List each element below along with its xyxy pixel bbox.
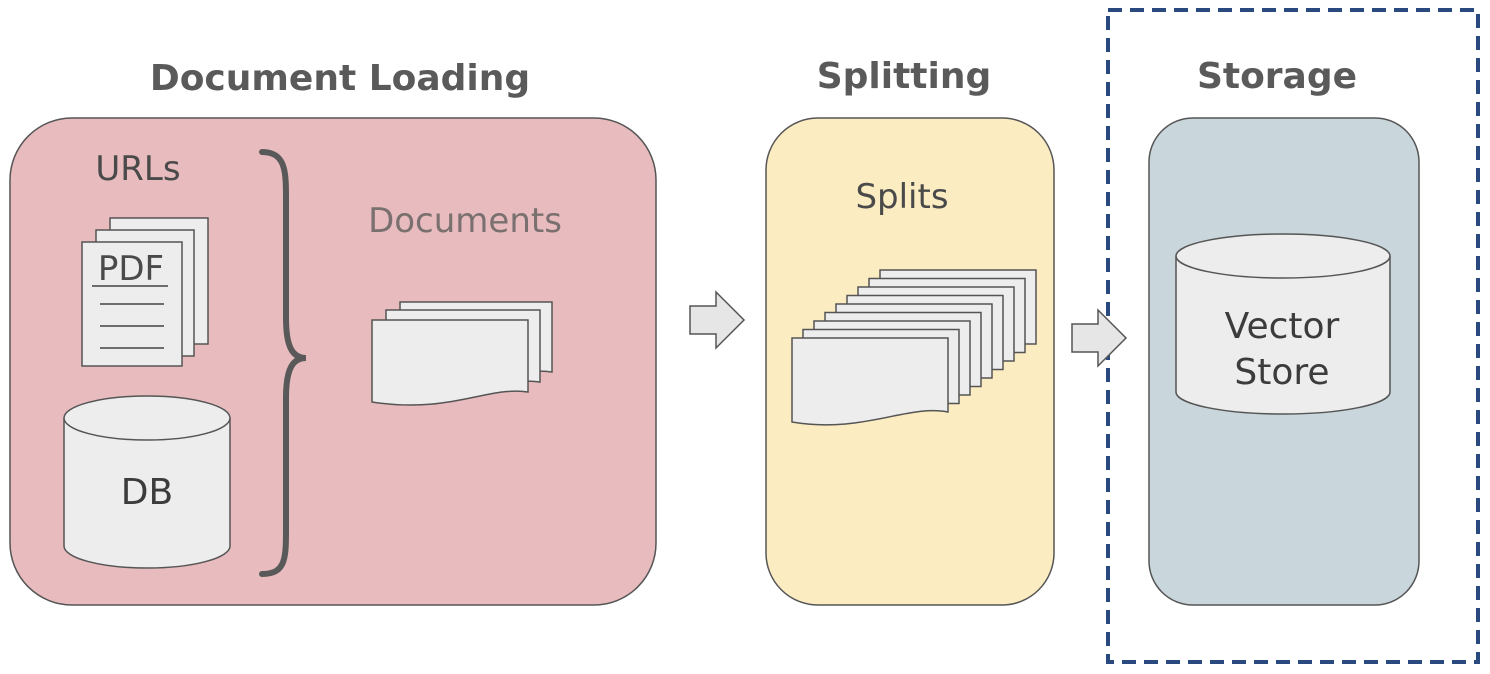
splits-stack-icon [791,269,1037,426]
documents-stack-icon [371,301,553,406]
pdf-label: PDF [98,249,164,289]
splits-label: Splits [855,177,948,217]
curly-brace [259,149,307,577]
arrow-to-storage-icon [1071,308,1128,368]
pdf-stack-icon [81,217,209,367]
documents-label: Documents [368,201,562,241]
split-sheet [791,337,949,426]
store-label: Store [1234,352,1329,393]
arrow-to-splitting-icon [689,290,746,350]
vector-label: Vector [1225,306,1340,347]
document-loading-heading: Document Loading [150,58,530,99]
db-cylinder-icon [63,395,231,569]
vector-store-cylinder-icon [1175,233,1391,415]
urls-label: URLs [95,149,180,189]
splitting-heading: Splitting [817,56,992,97]
db-label: DB [121,472,173,513]
storage-heading: Storage [1197,56,1357,97]
